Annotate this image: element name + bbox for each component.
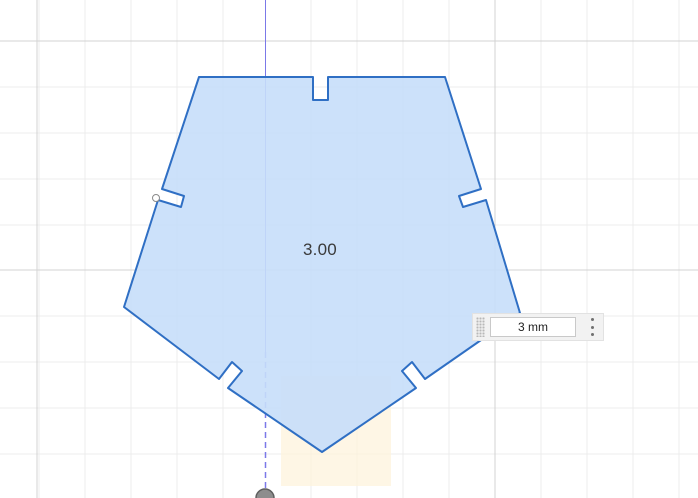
constraint-point[interactable] xyxy=(152,194,160,202)
vertical-ellipsis-icon[interactable] xyxy=(585,318,599,336)
dimension-text[interactable]: 3.00 xyxy=(303,240,337,259)
origin-point[interactable] xyxy=(255,488,275,498)
dimension-input[interactable] xyxy=(490,317,576,337)
drag-handle[interactable] xyxy=(476,317,485,337)
dimension-input-widget xyxy=(472,313,604,341)
slotted-pentagon-profile[interactable] xyxy=(123,76,521,453)
